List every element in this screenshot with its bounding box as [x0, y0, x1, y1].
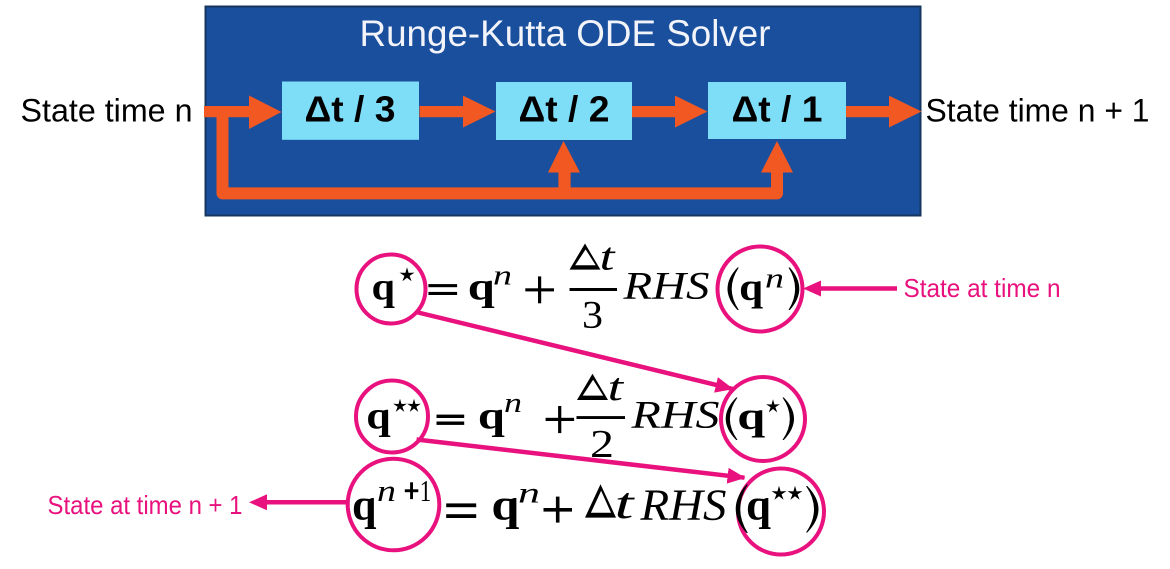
svg-text:q: q [352, 481, 377, 530]
svg-text:q: q [737, 395, 765, 438]
svg-text:t: t [608, 366, 625, 409]
svg-text:1: 1 [420, 473, 432, 508]
svg-text:RHS: RHS [639, 481, 726, 530]
svg-text:State at time n + 1: State at time n + 1 [48, 490, 243, 520]
svg-text:t: t [600, 236, 617, 279]
svg-text:n: n [518, 477, 540, 510]
svg-text:State time n: State time n [21, 93, 193, 129]
svg-text:q: q [746, 481, 772, 530]
svg-text:Δt / 2: Δt / 2 [519, 89, 610, 130]
svg-text:RHS: RHS [630, 394, 719, 437]
svg-text:RHS: RHS [622, 265, 709, 308]
svg-text:q: q [739, 266, 763, 309]
svg-text:Runge-Kutta ODE Solver: Runge-Kutta ODE Solver [360, 13, 771, 54]
svg-text:t: t [615, 479, 637, 528]
svg-text:q: q [468, 266, 495, 309]
svg-text:State time n + 1: State time n + 1 [926, 93, 1150, 129]
svg-text:3: 3 [582, 294, 603, 337]
svg-text:Δt / 3: Δt / 3 [305, 89, 396, 130]
svg-text:q: q [372, 266, 396, 309]
svg-text:q: q [366, 395, 391, 438]
svg-text:n: n [765, 263, 784, 295]
svg-text:n: n [377, 473, 396, 508]
svg-text:Δt / 1: Δt / 1 [732, 89, 823, 130]
svg-text:n: n [504, 387, 522, 419]
svg-text:n: n [493, 260, 512, 292]
svg-text:q: q [491, 481, 520, 530]
svg-text:State at time n: State at time n [904, 273, 1061, 303]
svg-text:q: q [478, 395, 505, 438]
